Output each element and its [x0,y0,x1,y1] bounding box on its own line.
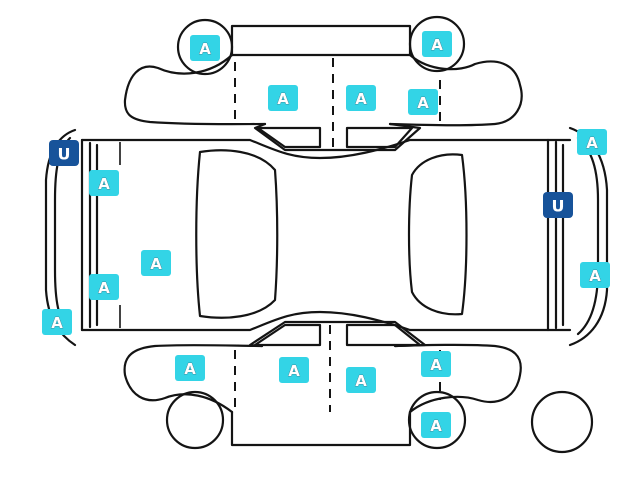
damage-marker-rear-bumper-upper[interactable]: A [577,129,607,155]
damage-marker-hood-center[interactable]: A [141,250,171,276]
marker-code: A [430,417,442,435]
marker-code: A [98,279,110,297]
rear-bumper-inner [576,136,600,336]
rocker-panel-bottom [230,410,412,447]
wheel-bottom-left [165,390,225,450]
rocker-panel-top [230,24,412,57]
damage-marker-front-bumper-left[interactable]: U [49,140,79,166]
marker-box[interactable] [279,357,309,383]
marker-box[interactable] [421,351,451,377]
damage-marker-right-rear-door[interactable]: A [346,367,376,393]
marker-code: A [431,36,443,54]
marker-box[interactable] [577,129,607,155]
marker-box[interactable] [580,262,610,288]
marker-code: A [199,40,211,58]
marker-code: A [51,314,63,332]
damage-marker-right-front-door[interactable]: A [279,357,309,383]
body-outline-middle [80,138,572,332]
front-bumper-inner [53,136,72,334]
marker-box[interactable] [346,367,376,393]
window-top-right [345,126,414,149]
damage-marker-left-front-wheel-top[interactable]: A [190,35,220,61]
marker-box[interactable] [89,170,119,196]
damage-marker-left-front-door-top[interactable]: A [268,85,298,111]
damage-marker-front-bumper-right[interactable]: A [42,309,72,335]
marker-code: A [98,175,110,193]
damage-marker-right-front-fender[interactable]: A [175,355,205,381]
windshield-front [195,149,279,319]
marker-code: A [150,255,162,273]
marker-box[interactable] [346,85,376,111]
marker-code: A [417,94,429,112]
window-bottom-right [345,323,422,347]
marker-code: A [184,360,196,378]
marker-box[interactable] [408,89,438,115]
marker-box[interactable] [49,140,79,166]
marker-code: U [58,145,71,164]
side-view-top [123,15,523,152]
window-top-left [256,126,322,149]
marker-code: A [355,372,367,390]
spare-tire [530,390,594,454]
damage-marker-hood-right[interactable]: A [89,274,119,300]
roofline-top [253,122,422,152]
damage-marker-hood-left[interactable]: A [89,170,119,196]
marker-box[interactable] [89,274,119,300]
marker-box[interactable] [422,31,452,57]
rear-bumper [568,126,609,347]
marker-box[interactable] [268,85,298,111]
damage-marker-right-rear-wheel[interactable]: A [421,412,451,438]
marker-box[interactable] [190,35,220,61]
marker-code: A [589,267,601,285]
marker-code: U [552,197,565,216]
damage-marker-left-rear-quarter-top[interactable]: A [408,89,438,115]
marker-box[interactable] [175,355,205,381]
roofline-bottom [248,320,427,348]
marker-box[interactable] [543,192,573,218]
top-view-body [44,126,609,347]
marker-code: A [586,134,598,152]
damage-marker-left-rear-door-top[interactable]: A [346,85,376,111]
window-bottom-left [253,323,322,347]
marker-box[interactable] [421,412,451,438]
marker-code: A [430,356,442,374]
marker-code: A [288,362,300,380]
damage-marker-left-rear-wheel-top[interactable]: A [422,31,452,57]
damage-marker-right-rear-quarter[interactable]: A [421,351,451,377]
marker-box[interactable] [42,309,72,335]
marker-box[interactable] [141,250,171,276]
damage-marker-rear-bumper-u[interactable]: U [543,192,573,218]
marker-code: A [277,90,289,108]
rear-window [407,153,468,316]
damage-marker-rear-bumper-lower[interactable]: A [580,262,610,288]
marker-code: A [355,90,367,108]
body-outline-bottom [123,343,522,414]
damage-markers: A A A A A U A A A A A U A A A A A A [42,31,610,438]
body-outline-top [123,53,523,127]
